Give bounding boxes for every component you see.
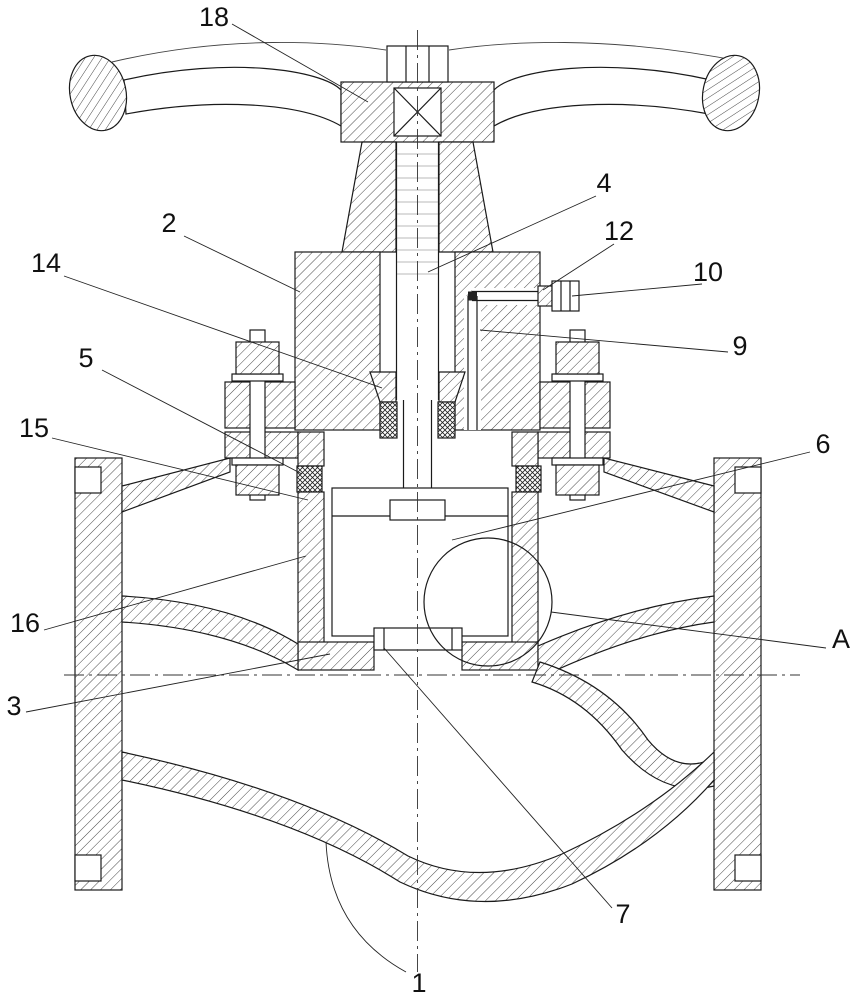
- centerlines: [64, 30, 800, 972]
- chamber-wall-right: [511, 491, 539, 645]
- wheel-rim-left: [68, 54, 128, 132]
- valve-body: [74, 457, 762, 903]
- callout-label-18: 18: [198, 2, 230, 32]
- callout-label-12: 12: [603, 216, 635, 246]
- sensing-tube: [467, 290, 538, 430]
- gasket-left: [296, 465, 323, 493]
- disc-seal-retainer: [373, 627, 463, 651]
- handwheel: [68, 42, 761, 143]
- callout-label-16: 16: [9, 608, 41, 638]
- callout-label-A: A: [831, 624, 850, 654]
- seat-left: [297, 641, 375, 671]
- seat-right: [461, 641, 539, 671]
- packing: [379, 401, 456, 439]
- pipe-flange-right: [713, 457, 762, 891]
- detail-circle-A: [423, 537, 553, 667]
- callout-label-10: 10: [692, 257, 724, 287]
- gasket-right: [515, 465, 542, 493]
- bonnet-studs-nuts: [231, 329, 604, 501]
- wheel-rim-right: [701, 54, 761, 132]
- leader-lines: [25, 23, 827, 973]
- chamber-wall-left: [297, 491, 325, 645]
- callout-label-2: 2: [161, 208, 177, 238]
- callout-label-4: 4: [596, 168, 612, 198]
- valve-disc: [331, 487, 509, 651]
- callout-label-3: 3: [6, 691, 22, 721]
- callout-label-15: 15: [18, 413, 50, 443]
- bonnet: [224, 251, 611, 439]
- callout-label-5: 5: [78, 343, 94, 373]
- pipe-flange-left: [74, 457, 123, 891]
- callout-label-14: 14: [30, 248, 62, 278]
- callout-label-6: 6: [815, 429, 831, 459]
- callout-label-9: 9: [732, 331, 748, 361]
- callout-label-7: 7: [615, 899, 631, 929]
- callout-label-1: 1: [411, 968, 427, 998]
